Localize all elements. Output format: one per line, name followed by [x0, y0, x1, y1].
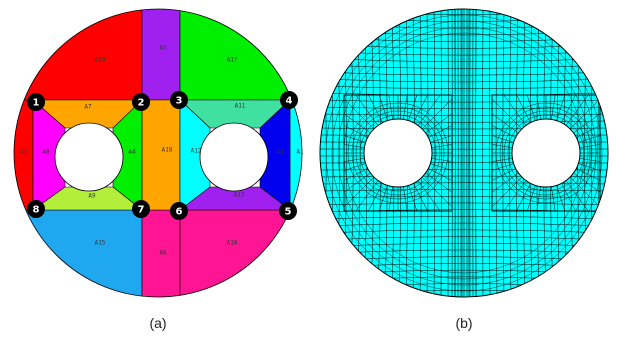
area-label-a1: A1 — [296, 149, 304, 156]
area-label-a17: A17 — [227, 57, 238, 64]
node-dot — [279, 202, 297, 220]
node-label-8: 8 — [33, 205, 40, 216]
panel-b-outline — [319, 8, 609, 298]
node-marker-1: 1 — [27, 93, 45, 111]
area-label-a19: A19 — [95, 57, 106, 64]
region-a8 — [32, 99, 66, 211]
area-label-a6: A6 — [159, 250, 167, 257]
node-dot — [170, 91, 188, 109]
area-label-a16: A16 — [227, 240, 238, 247]
node-dot — [132, 200, 150, 218]
node-marker-5: 5 — [279, 202, 297, 220]
node-label-4: 4 — [286, 96, 293, 107]
node-label-6: 6 — [176, 207, 183, 218]
panel-a-caption: (a) — [149, 315, 166, 331]
mesh-hole-right — [511, 118, 581, 188]
area-label-a5: A5 — [159, 45, 167, 52]
node-dot — [280, 91, 298, 109]
area-label-a12: A12 — [191, 148, 202, 155]
panel-b-mesh: (b) — [319, 8, 609, 331]
area-label-a3: A3 — [276, 149, 284, 156]
node-marker-8: 8 — [27, 200, 45, 218]
area-label-a9: A9 — [88, 193, 96, 200]
node-marker-7: 7 — [132, 200, 150, 218]
node-marker-2: 2 — [132, 93, 150, 111]
node-marker-3: 3 — [170, 91, 188, 109]
panel-b-caption: (b) — [455, 315, 472, 331]
area-label-a13: A13 — [234, 192, 245, 199]
hole-right — [199, 122, 269, 192]
area-label-a2: A2 — [20, 149, 28, 156]
area-label-a8: A8 — [42, 149, 50, 156]
area-label-a7: A7 — [84, 104, 92, 111]
node-marker-4: 4 — [280, 91, 298, 109]
node-label-2: 2 — [138, 98, 145, 109]
mesh-hole-left — [363, 118, 433, 188]
node-dot — [27, 93, 45, 111]
region-a13 — [179, 186, 291, 211]
node-dot — [27, 200, 45, 218]
region-a6 — [141, 209, 181, 297]
panel-a-outline — [13, 8, 303, 298]
node-dot — [170, 202, 188, 220]
node-label-5: 5 — [285, 207, 292, 218]
node-label-1: 1 — [33, 98, 40, 109]
area-label-a18: A18 — [162, 147, 173, 154]
area-label-a15: A15 — [95, 240, 106, 247]
node-label-7: 7 — [138, 205, 145, 216]
area-label-a4: A4 — [128, 149, 136, 156]
node-dot — [132, 93, 150, 111]
node-marker-6: 6 — [170, 202, 188, 220]
region-a18 — [141, 99, 181, 211]
region-a15 — [14, 209, 143, 297]
node-label-3: 3 — [176, 96, 183, 107]
area-label-a11: A11 — [235, 103, 246, 110]
region-a16 — [179, 209, 302, 297]
hole-left — [54, 122, 124, 192]
